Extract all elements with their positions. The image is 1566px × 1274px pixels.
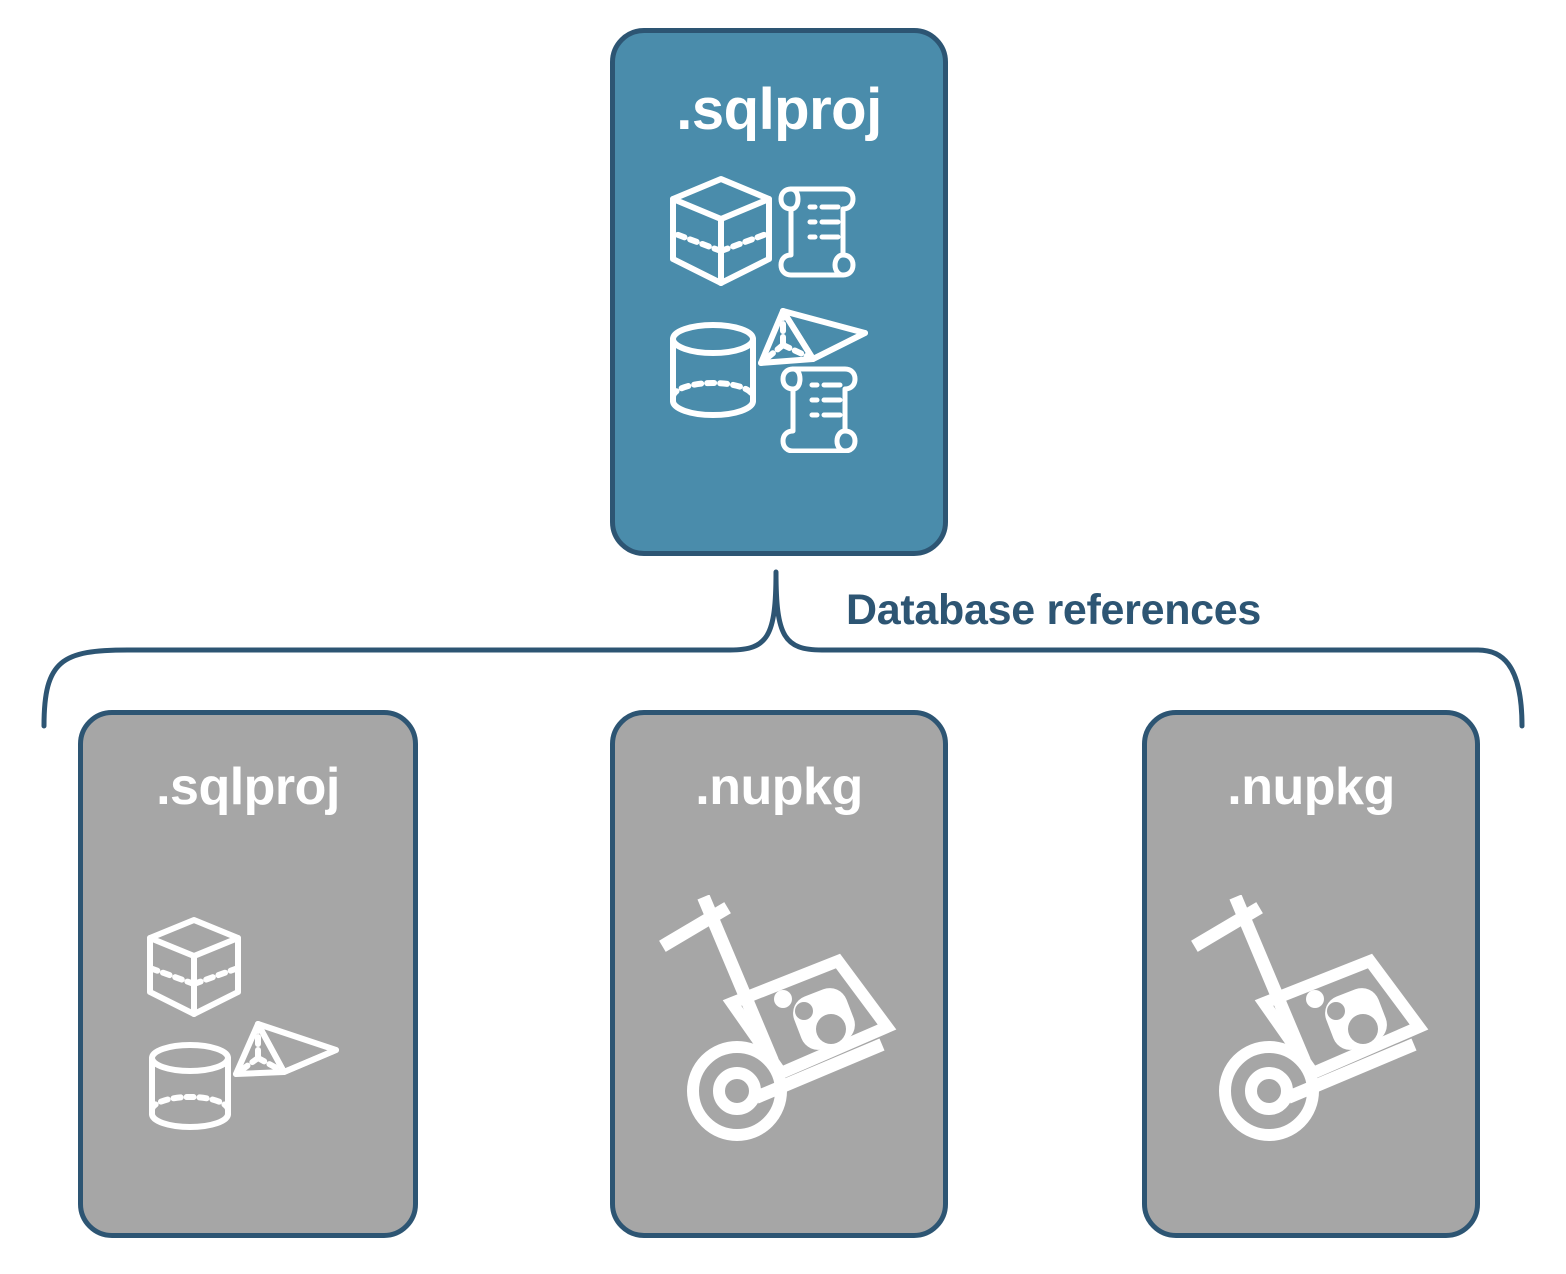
hand-truck-package-icon bbox=[659, 895, 897, 1141]
scroll-icon bbox=[778, 186, 856, 278]
node-title: .sqlproj bbox=[676, 77, 882, 142]
cube-icon bbox=[147, 917, 241, 1017]
cube-icon bbox=[670, 176, 772, 286]
nuget-logo-holes bbox=[795, 1002, 846, 1044]
connector-label: Database references bbox=[846, 586, 1261, 634]
root-icon-group bbox=[670, 176, 868, 453]
node-root-sqlproj[interactable]: .sqlproj bbox=[610, 28, 948, 556]
node-reference-nupkg-2[interactable]: .nupkg bbox=[1142, 710, 1480, 1238]
reference-icon-group bbox=[615, 845, 943, 1205]
cylinder-icon bbox=[149, 1042, 231, 1130]
node-reference-sqlproj[interactable]: .sqlproj bbox=[78, 710, 418, 1238]
node-title: .nupkg bbox=[1227, 758, 1395, 816]
wheel-icon bbox=[687, 1041, 787, 1141]
node-title: .sqlproj bbox=[156, 758, 340, 816]
pyramid-icon bbox=[233, 1021, 339, 1077]
package-box bbox=[722, 953, 897, 1081]
hand-truck-package-icon bbox=[1191, 895, 1429, 1141]
package-box bbox=[1254, 953, 1429, 1081]
reference-icon-group bbox=[1147, 845, 1475, 1205]
wheel-icon bbox=[1219, 1041, 1319, 1141]
cylinder-icon bbox=[670, 322, 756, 418]
reference-icon-group bbox=[83, 845, 413, 1205]
node-reference-nupkg-1[interactable]: .nupkg bbox=[610, 710, 948, 1238]
node-title: .nupkg bbox=[695, 758, 863, 816]
nuget-logo-holes bbox=[1327, 1002, 1378, 1044]
scroll-icon bbox=[780, 366, 858, 453]
pyramid-icon bbox=[758, 308, 868, 366]
